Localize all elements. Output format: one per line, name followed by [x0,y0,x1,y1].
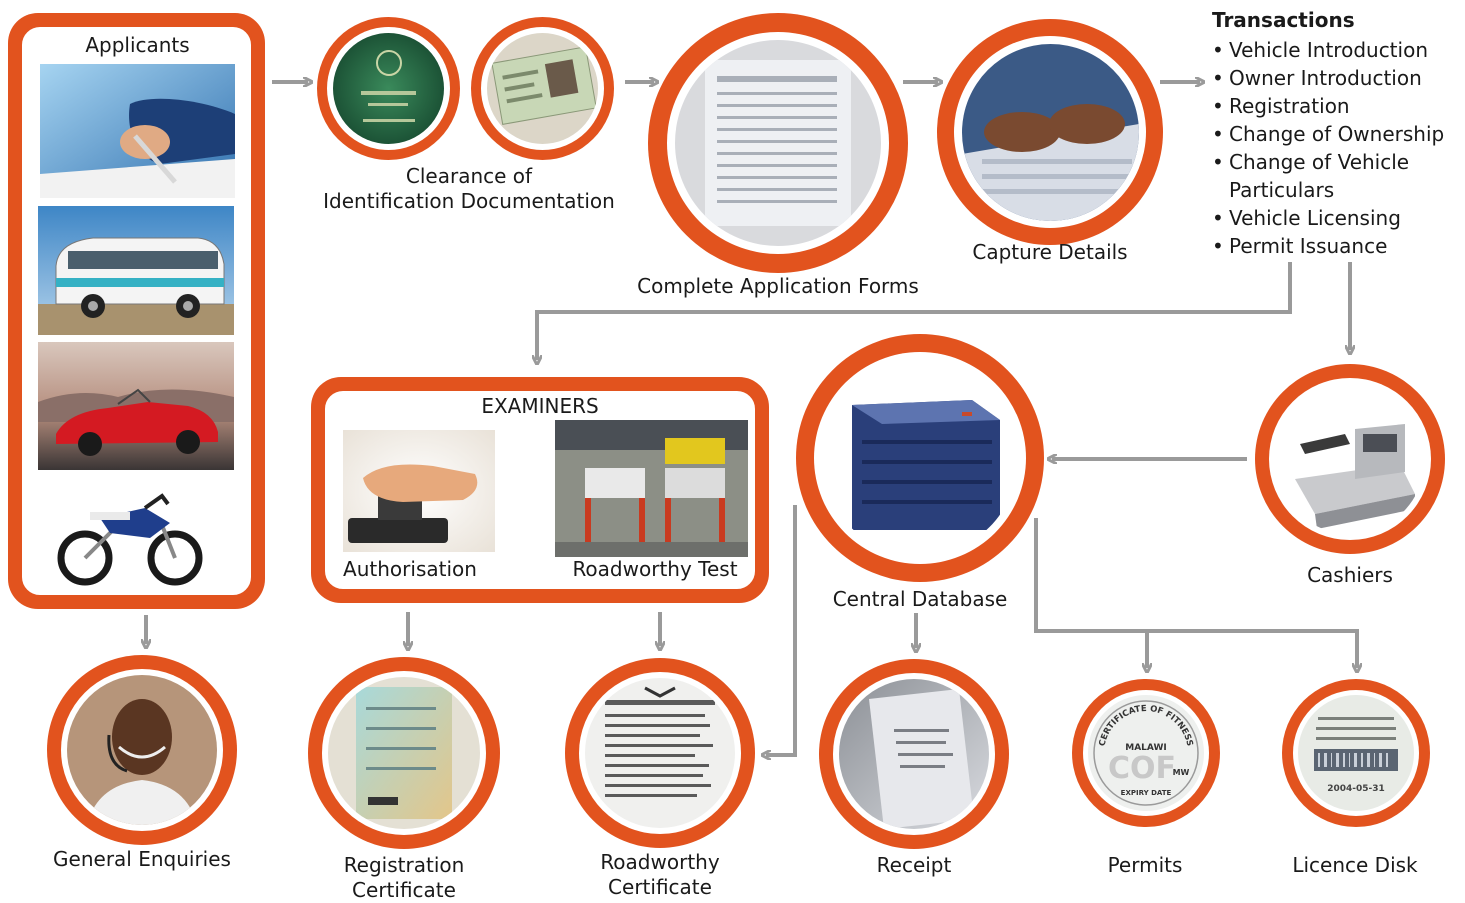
roadworthy-test-garage-photo [555,420,748,557]
application-forms-circle [648,13,908,273]
transaction-item: Permit Issuance [1212,232,1444,260]
applicants-title: Applicants [85,33,190,57]
receipt-label: Receipt [876,853,952,877]
permits-label: Permits [1107,853,1183,877]
authorisation-stamp-photo [343,430,495,552]
application-forms-label: Complete Application Forms [637,274,919,298]
registration-certificate-circle [308,657,500,849]
transactions-title: Transactions [1212,8,1355,32]
roadworthy-test-label: Roadworthy Test [572,557,738,581]
capture-details-label: Capture Details [972,240,1128,264]
red-convertible-photo [38,342,234,470]
roadworthy-certificate-circle [565,658,755,848]
motorcycle-photo [50,478,210,588]
arrow-database-to-permits [1034,518,1357,668]
permits-circle: CERTIFICATE OF FITNESS MALAWI COF MW EXP… [1072,679,1220,827]
arrow-transactions-to-examiners [537,262,1292,360]
transaction-item: Change of Ownership [1212,120,1444,148]
transaction-item: Registration [1212,92,1444,120]
receipt-circle [819,659,1009,849]
clearance-label-line1: Clearance of [405,164,533,188]
examiners-title: EXAMINERS [481,394,599,418]
permit-code: COF [1108,751,1176,786]
permit-expiry: EXPIRY DATE [1121,789,1172,797]
licence-disk-date: 2004-05-31 [1327,784,1385,794]
registration-certificate-label-line2: Certificate [352,878,456,902]
authorisation-label: Authorisation [343,557,477,581]
cashiers-label: Cashiers [1307,563,1393,587]
cashiers-circle [1255,364,1445,554]
permit-suffix: MW [1173,768,1190,777]
registration-certificate-label-line1: Registration [343,853,465,877]
licence-disk-label: Licence Disk [1292,853,1418,877]
licence-disk-circle: 2004-05-31 [1282,679,1430,827]
minibus-photo [38,206,234,335]
roadworthy-certificate-label-line2: Certificate [608,875,712,899]
central-database-circle [796,334,1044,582]
id-card-circle [471,17,614,160]
general-enquiries-label: General Enquiries [53,847,231,871]
roadworthy-certificate-label-line1: Roadworthy [600,850,720,874]
transactions-list: Vehicle Introduction Owner Introduction … [1212,36,1444,260]
central-database-label: Central Database [832,587,1008,611]
passport-circle [317,17,460,160]
clearance-label-line2: Identification Documentation [323,189,615,213]
arrow-database-to-roadworthy [766,505,797,755]
person-signing-photo [40,64,235,198]
general-enquiries-circle [47,655,237,845]
capture-details-circle [937,19,1163,245]
transaction-item: Vehicle Licensing [1212,204,1444,232]
transaction-item: Change of Vehicle Particulars [1212,148,1434,204]
transaction-item: Owner Introduction [1212,64,1444,92]
permit-country: MALAWI [1125,743,1167,753]
transaction-item: Vehicle Introduction [1212,36,1444,64]
